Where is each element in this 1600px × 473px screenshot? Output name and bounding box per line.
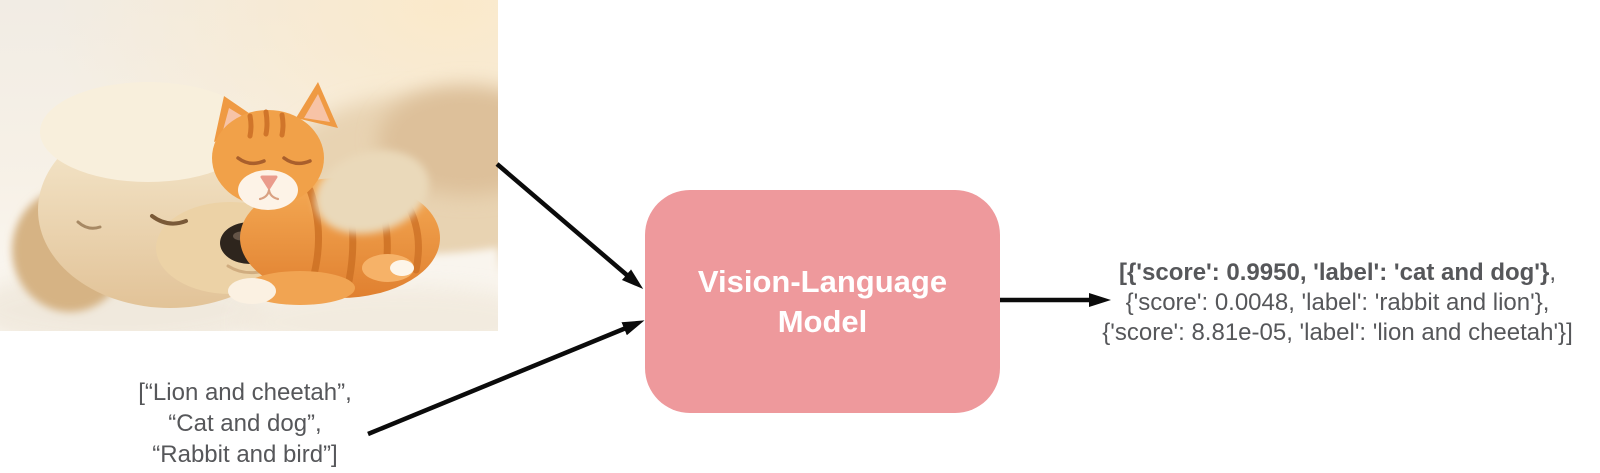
arrow-image-to-model — [495, 162, 644, 289]
candidate-labels-line: “Cat and dog”, — [168, 410, 322, 437]
candidate-labels-text: [“Lion and cheetah”, “Cat and dog”, “Rab… — [95, 377, 395, 470]
output-line-top-result: [{'score': 0.9950, 'label': 'cat and dog… — [1085, 258, 1590, 288]
model-label: Vision-Language Model — [698, 262, 947, 342]
arrow-labels-to-model — [367, 320, 645, 437]
dog-and-cat-photo — [0, 0, 498, 331]
output-line: {'score': 0.0048, 'label': 'rabbit and l… — [1125, 289, 1550, 316]
kitten — [212, 82, 440, 305]
model-label-line: Model — [777, 303, 868, 339]
candidate-labels-line: “Rabbit and bird”] — [152, 441, 338, 468]
model-label-line: Vision-Language — [697, 263, 948, 299]
output-top-result-comma: , — [1549, 259, 1557, 286]
vision-language-model-box: Vision-Language Model — [645, 190, 1000, 413]
output-line: {'score': 8.81e-05, 'label': 'lion and c… — [1102, 319, 1573, 346]
output-top-result: [{'score': 0.9950, 'label': 'cat and dog… — [1118, 259, 1550, 286]
output-scores-text: [{'score': 0.9950, 'label': 'cat and dog… — [1085, 258, 1590, 348]
dog-and-cat-illustration — [0, 0, 498, 331]
candidate-labels-line: [“Lion and cheetah”, — [138, 379, 352, 406]
